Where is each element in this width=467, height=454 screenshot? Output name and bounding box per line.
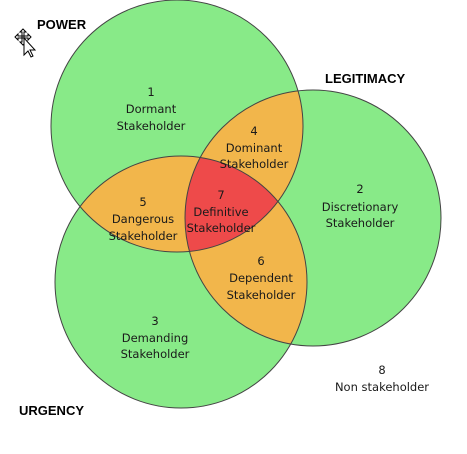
region-name: Dormant xyxy=(126,102,177,116)
region-type: Stakeholder xyxy=(326,216,395,230)
region-type: Stakeholder xyxy=(227,288,296,302)
region-4-dominant: 4 Dominant Stakeholder xyxy=(220,124,289,171)
region-3-demanding: 3 Demanding Stakeholder xyxy=(121,314,190,361)
region-name: Demanding xyxy=(122,331,189,345)
region-2-discretionary: 2 Discretionary Stakeholder xyxy=(322,182,399,230)
region-number: 5 xyxy=(139,195,146,209)
legitimacy-outline xyxy=(184,89,442,347)
move-cursor-icon xyxy=(14,28,37,58)
region-name: Discretionary xyxy=(322,200,399,214)
set-label-power: POWER xyxy=(37,17,87,32)
region-type: Stakeholder xyxy=(220,157,289,171)
region-type: Stakeholder xyxy=(117,119,186,133)
region-number: 6 xyxy=(257,254,264,268)
region-name: Non stakeholder xyxy=(335,380,429,394)
region-7-definitive: 7 Definitive Stakeholder xyxy=(187,188,256,235)
region-number: 2 xyxy=(356,182,363,196)
triple-overlap xyxy=(185,156,303,252)
region-number: 3 xyxy=(151,314,158,328)
region-number: 8 xyxy=(378,363,385,377)
set-label-legitimacy: LEGITIMACY xyxy=(325,71,405,86)
set-label-urgency: URGENCY xyxy=(19,403,84,418)
power-outline xyxy=(50,0,304,253)
region-name: Dependent xyxy=(229,271,293,285)
region-5-dangerous: 5 Dangerous Stakeholder xyxy=(109,195,178,243)
region-number: 4 xyxy=(250,124,257,138)
region-number: 7 xyxy=(217,188,224,202)
region-name: Definitive xyxy=(193,205,248,219)
region-number: 1 xyxy=(147,85,154,99)
region-6-dependent: 6 Dependent Stakeholder xyxy=(227,254,296,302)
region-type: Stakeholder xyxy=(121,347,190,361)
region-type: Stakeholder xyxy=(109,229,178,243)
urgency-outline xyxy=(54,155,308,409)
power-legitimacy-overlap xyxy=(185,90,303,252)
region-name: Dominant xyxy=(226,141,283,155)
region-8-non-stakeholder: 8 Non stakeholder xyxy=(335,363,429,394)
region-1-dormant: 1 Dormant Stakeholder xyxy=(117,85,186,133)
region-name: Dangerous xyxy=(112,212,174,226)
region-type: Stakeholder xyxy=(187,221,256,235)
